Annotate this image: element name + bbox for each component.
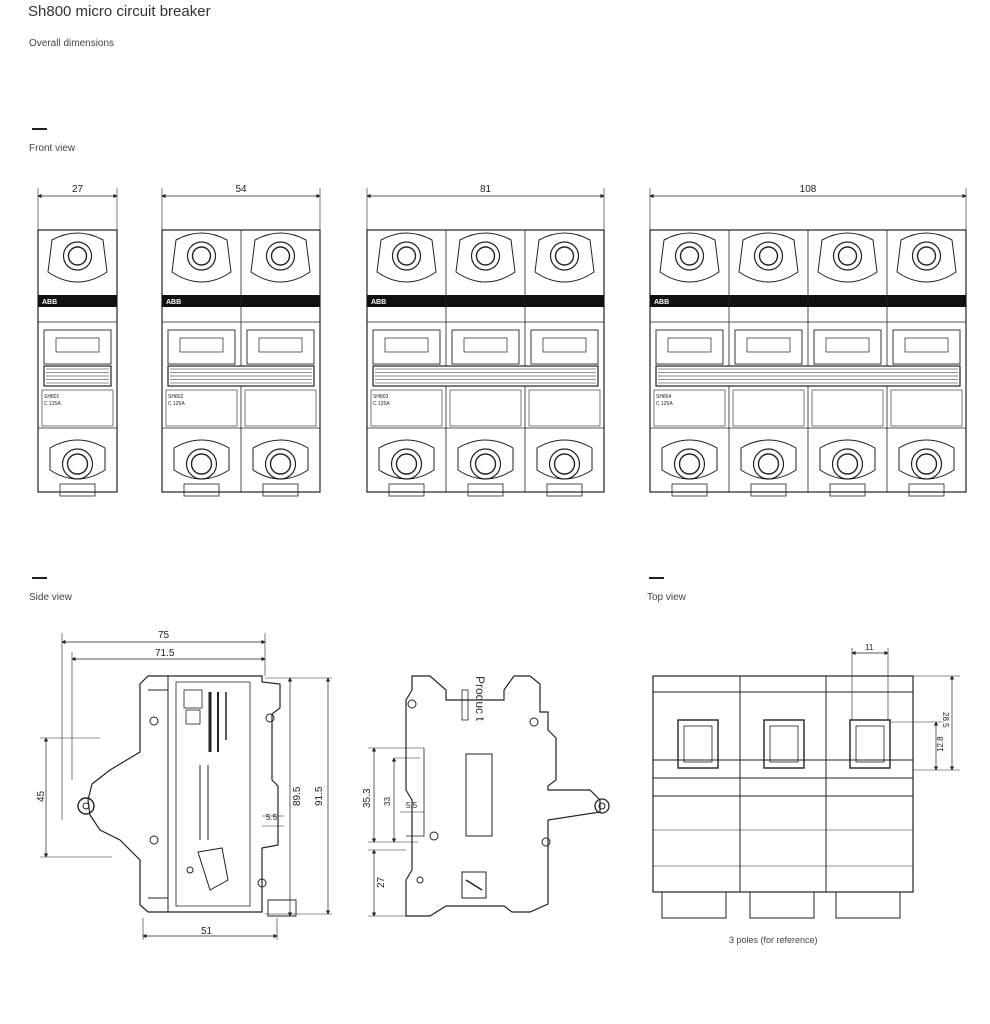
dim-offset-5-5: 5.5 <box>266 813 278 822</box>
dim-width-11: 11 <box>865 643 874 652</box>
dim-width-54: 54 <box>235 184 247 195</box>
module-model-label: SH802 <box>168 394 184 400</box>
section-marker-top <box>649 577 664 579</box>
dim-rail-35-3: 35.3 <box>362 788 373 808</box>
brand-label: ABB <box>166 299 181 306</box>
brand-label: ABB <box>371 299 386 306</box>
module-model-label: SH801 <box>44 394 60 400</box>
dim-height-91-5: 91.5 <box>314 786 325 806</box>
dim-height-45: 45 <box>36 790 47 802</box>
dim-overall-depth: 75 <box>158 630 170 641</box>
dim-width-81: 81 <box>480 184 492 195</box>
module-rating-label: C 125A <box>373 401 390 407</box>
brand-label: ABB <box>42 299 57 306</box>
dim-height-89-5: 89.5 <box>292 786 303 806</box>
side-view-rear <box>368 675 610 917</box>
dim-rail-27: 27 <box>376 876 387 888</box>
dim-width-108: 108 <box>800 184 817 195</box>
side-view-profile <box>40 633 332 940</box>
page-subtitle: Overall dimensions <box>29 38 115 49</box>
product-label: Produc t <box>473 676 487 721</box>
section-label-top: Top view <box>647 592 686 603</box>
brand-label: ABB <box>654 299 669 306</box>
section-label-side: Side view <box>29 592 72 603</box>
module-rating-label: C 125A <box>656 401 673 407</box>
top-view-drawing <box>652 648 960 919</box>
dim-rail-5-5: 5.5 <box>406 801 418 810</box>
section-label-front: Front view <box>29 143 76 154</box>
module-rating-label: C 125A <box>168 401 185 407</box>
dim-base-51: 51 <box>201 926 213 937</box>
dim-height-28-5: 28.5 <box>941 712 950 728</box>
module-model-label: SH803 <box>373 394 389 400</box>
dim-depth-inner: 71.5 <box>155 648 175 659</box>
module-model-label: SH804 <box>656 394 672 400</box>
page-title: Sh800 micro circuit breaker <box>28 3 211 20</box>
dim-height-12-8: 12.8 <box>936 736 945 752</box>
dim-rail-33: 33 <box>383 797 392 806</box>
module-rating-label: C 125A <box>44 401 61 407</box>
dim-width-27: 27 <box>72 184 84 195</box>
top-view-caption: 3 poles (for reference) <box>729 935 818 945</box>
section-marker-front <box>32 128 47 130</box>
section-marker-side <box>32 577 47 579</box>
